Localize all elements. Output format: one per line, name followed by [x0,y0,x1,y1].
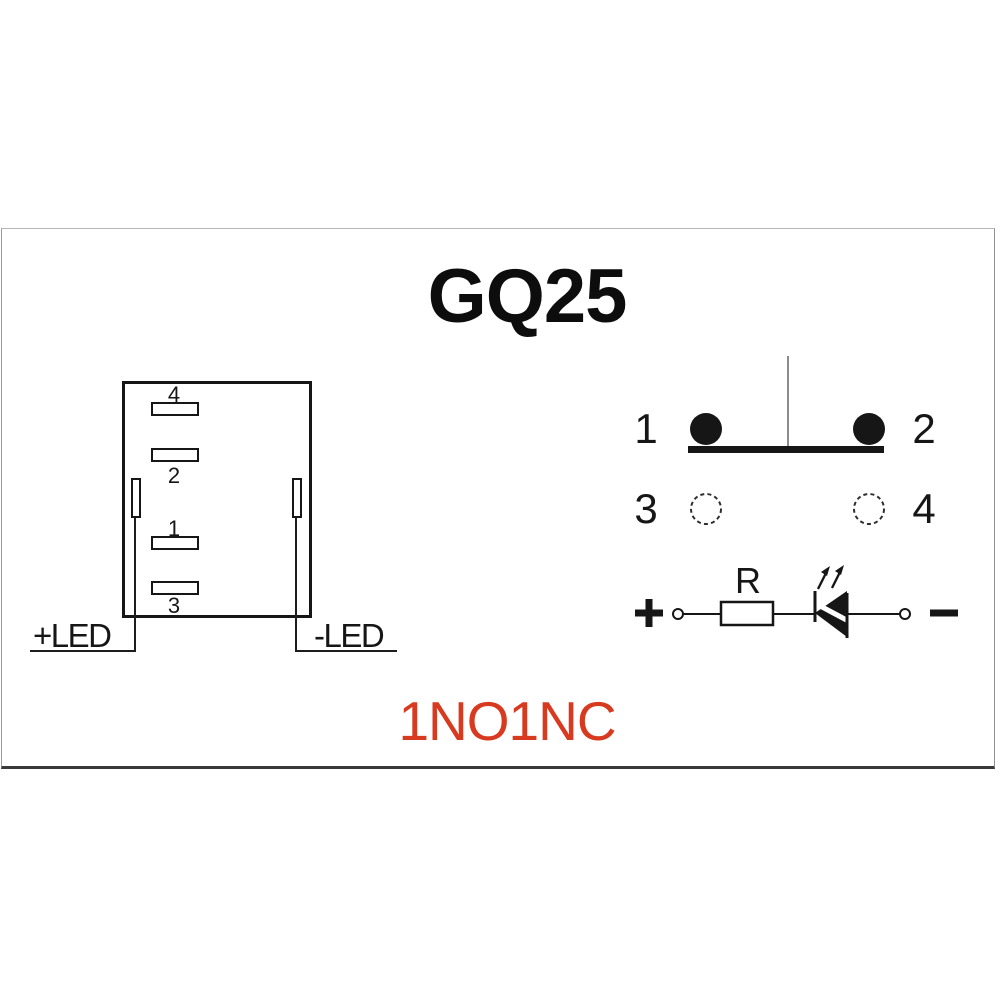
diagram-frame [1,228,995,769]
led-terminal-left [672,608,684,620]
minus-led-line [296,650,397,652]
contact-dot-terminal-1 [690,413,722,445]
pin-label-2: 2 [167,463,181,488]
minus-led-label: -LED [314,617,385,654]
resistor-label: R [735,560,761,601]
contact-schematic: 1 2 3 4 R [634,356,958,638]
page-title: GQ25 [427,254,628,339]
led-terminal-right [899,608,911,620]
configuration-label: 1NO1NC [398,690,616,752]
led-pin-slot-right [292,478,302,518]
pin-slot-2 [151,448,199,462]
connector-body-outline [122,381,312,618]
pin-slot-4 [151,402,199,416]
contact-dot-terminal-2 [853,413,885,445]
pin-label-4: 4 [167,382,181,407]
led-emission-arrows-icon [816,565,844,590]
pin-label-3: 3 [167,593,181,618]
contact-bridge-bar [688,446,884,453]
led-lead-line-right [295,517,297,652]
terminal-2-label: 2 [912,405,935,452]
contact-ring-terminal-3 [690,493,722,525]
terminal-4-label: 4 [912,485,935,532]
plus-polarity-icon [635,599,663,627]
led-symbol-icon [807,565,856,638]
led-lead-line-left [134,517,136,652]
terminal-1-label: 1 [634,405,657,452]
led-pin-slot-left [131,478,141,518]
resistor-box [719,600,775,627]
pin-label-1: 1 [167,516,181,541]
pin-slot-1 [151,536,199,550]
terminal-3-label: 3 [634,485,657,532]
plus-led-label: +LED [33,617,112,654]
contact-ring-terminal-4 [853,493,885,525]
pin-slot-3 [151,581,199,595]
plus-led-line [30,650,136,652]
